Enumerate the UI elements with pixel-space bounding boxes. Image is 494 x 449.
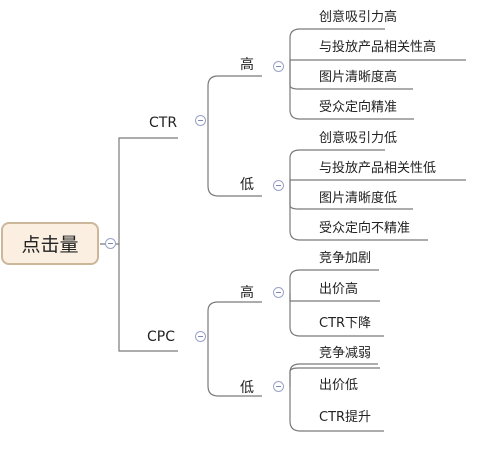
- leaf-node[interactable]: 受众定向精准: [319, 100, 398, 115]
- cpc-low-label[interactable]: 低: [240, 380, 254, 396]
- collapse-ctr-icon[interactable]: [195, 115, 206, 126]
- leaf-node[interactable]: 创意吸引力高: [319, 10, 398, 25]
- leaf-node[interactable]: 竞争加剧: [319, 251, 372, 266]
- leaf-node[interactable]: 竞争减弱: [319, 346, 372, 361]
- leaf-node[interactable]: CTR提升: [319, 410, 372, 425]
- root-node[interactable]: 点击量: [1, 222, 99, 265]
- collapse-ctr-high-icon[interactable]: [273, 61, 284, 72]
- leaf-node[interactable]: 图片清晰度高: [319, 70, 398, 85]
- leaf-node[interactable]: 与投放产品相关性低: [319, 161, 437, 176]
- collapse-cpc-low-icon[interactable]: [273, 381, 284, 392]
- cpc-high-label[interactable]: 高: [240, 285, 254, 301]
- root-label: 点击量: [21, 234, 79, 256]
- collapse-root-icon[interactable]: [105, 238, 116, 249]
- connector-cpc-high: [207, 301, 262, 334]
- connector-root-ctr: [100, 137, 178, 245]
- leaf-node[interactable]: 出价高: [319, 282, 359, 297]
- connector-root-cpc: [118, 244, 178, 352]
- leaf-node[interactable]: CTR下降: [319, 316, 372, 331]
- collapse-cpc-icon[interactable]: [195, 331, 206, 342]
- connector-ctr-low: [207, 118, 262, 197]
- ctr-low-label[interactable]: 低: [240, 177, 254, 193]
- leaf-node[interactable]: 创意吸引力低: [319, 131, 398, 146]
- ctr-node-label[interactable]: CTR: [149, 115, 178, 131]
- connector-cpc-low: [207, 334, 262, 397]
- leaf-node[interactable]: 图片清晰度低: [319, 191, 398, 206]
- ctr-high-label[interactable]: 高: [240, 57, 254, 73]
- collapse-cpc-high-icon[interactable]: [273, 287, 284, 298]
- cpc-node-label[interactable]: CPC: [147, 329, 175, 345]
- leaf-node[interactable]: 出价低: [319, 378, 359, 393]
- connector-ctr-high: [207, 75, 262, 118]
- leaf-node[interactable]: 与投放产品相关性高: [319, 40, 437, 55]
- collapse-ctr-low-icon[interactable]: [273, 180, 284, 191]
- leaf-node[interactable]: 受众定向不精准: [319, 221, 411, 236]
